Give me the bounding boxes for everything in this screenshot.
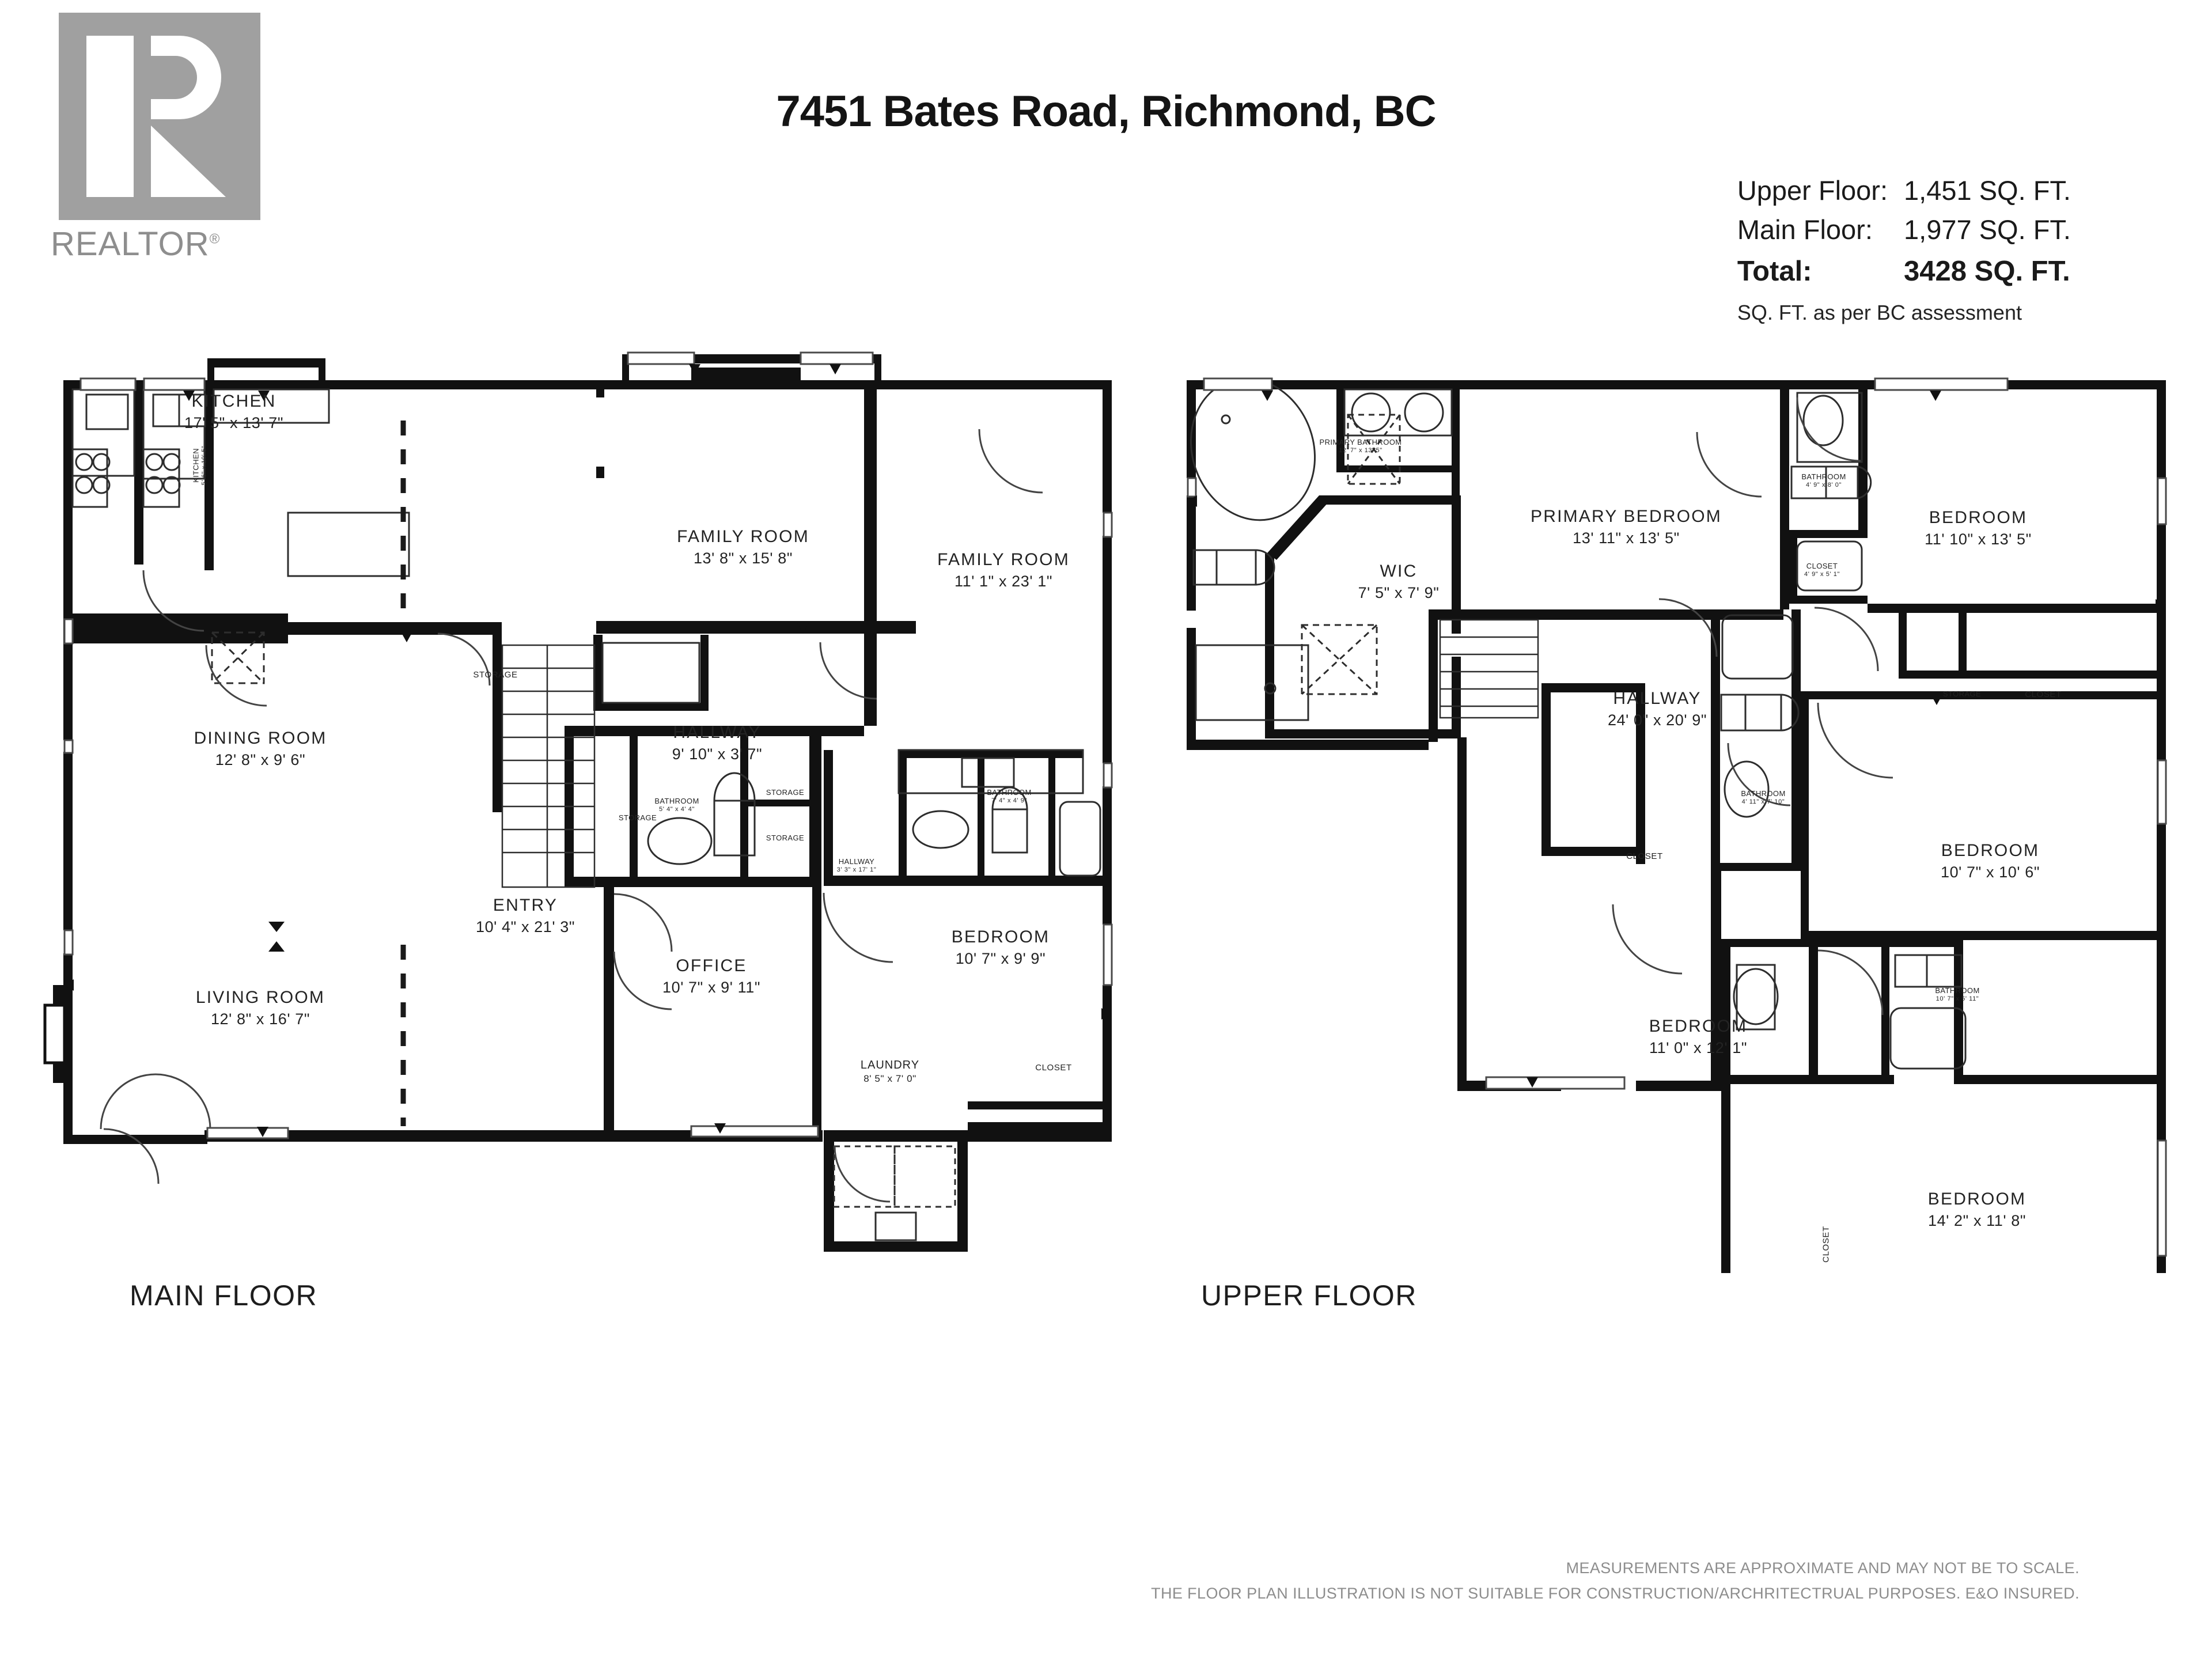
square-footage-table: Upper Floor: 1,451 SQ. FT. Main Floor: 1… [1737, 173, 2071, 293]
table-row: Main Floor: 1,977 SQ. FT. [1737, 212, 2071, 251]
registered-mark-icon: ® [209, 231, 221, 247]
upper-floor-caption: UPPER FLOOR [1201, 1279, 1417, 1312]
disclaimer-line-1: MEASUREMENTS ARE APPROXIMATE AND MAY NOT… [1566, 1559, 2080, 1577]
realtor-wordmark: REALTOR® [51, 225, 270, 263]
table-row: Upper Floor: 1,451 SQ. FT. [1737, 173, 2071, 212]
main-floor-caption: MAIN FLOOR [130, 1279, 318, 1312]
main-floor-plan [43, 351, 1113, 1252]
realtor-wordmark-text: REALTOR [51, 225, 210, 263]
header: REALTOR® 7451 Bates Road, Richmond, BC U… [0, 0, 2212, 324]
upper-floor-plan [1187, 377, 2167, 1273]
square-footage-summary: Upper Floor: 1,451 SQ. FT. Main Floor: 1… [1737, 173, 2071, 331]
main-floor-value: 1,977 SQ. FT. [1904, 214, 2071, 245]
table-row: Total: 3428 SQ. FT. [1737, 251, 2071, 293]
square-footage-note: SQ. FT. as per BC assessment [1737, 301, 2022, 324]
main-floor-label: Main Floor: [1737, 214, 1873, 245]
total-value: 3428 SQ. FT. [1904, 256, 2070, 287]
upper-floor-label: Upper Floor: [1737, 175, 1888, 206]
footer-disclaimer: MEASUREMENTS ARE APPROXIMATE AND MAY NOT… [1151, 1555, 2080, 1606]
upper-floor-value: 1,451 SQ. FT. [1904, 175, 2071, 206]
realtor-logo: REALTOR® [51, 13, 270, 283]
disclaimer-line-2: THE FLOOR PLAN ILLUSTRATION IS NOT SUITA… [1151, 1585, 2080, 1602]
realtor-r-icon [59, 13, 260, 220]
page-title: 7451 Bates Road, Richmond, BC [776, 87, 1436, 136]
total-label: Total: [1737, 256, 1812, 287]
